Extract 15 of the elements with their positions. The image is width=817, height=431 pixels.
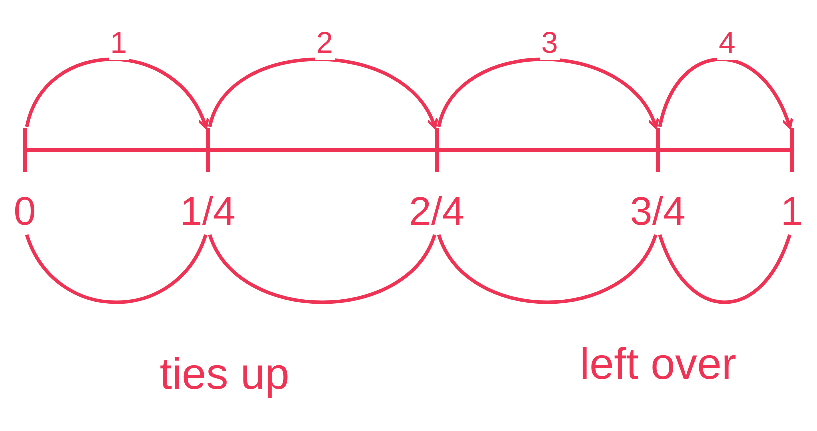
tick-label: 3/4	[628, 128, 688, 234]
arc	[658, 234, 792, 304]
jump-arrow	[25, 58, 209, 130]
arc	[437, 234, 658, 304]
arc	[208, 234, 437, 304]
jump-arrow	[208, 58, 438, 130]
arc	[25, 234, 208, 304]
jump-arrow	[658, 58, 793, 130]
tick-label: 1/4	[178, 128, 238, 234]
jump-arrow	[437, 58, 658, 130]
note-text: ties up	[160, 350, 290, 400]
note-text: left over	[580, 340, 737, 390]
tick-label: 2/4	[407, 128, 467, 234]
tick-label: 1	[762, 128, 817, 234]
tick-label: 0	[0, 128, 55, 234]
